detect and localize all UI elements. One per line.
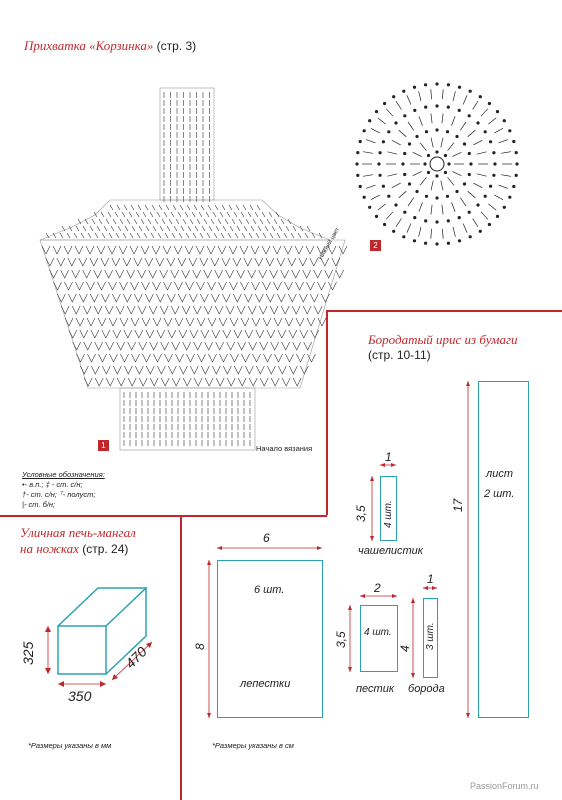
legend: Условные обозначения: •- в.п.; ‡ - ст. с… <box>22 470 105 510</box>
petal-name: лепестки <box>240 678 291 690</box>
sepal-height: 3,5 <box>354 505 368 522</box>
sepal-qty: 4 шт. <box>383 500 394 528</box>
chart-2-badge: 2 <box>370 240 381 251</box>
iris-title-text: Бородатый ирис из бумаги <box>368 332 518 347</box>
stove-units-note: *Размеры указаны в мм <box>28 741 112 750</box>
legend-line-1: •- в.п.; ‡ - ст. с/н; <box>22 480 83 489</box>
divider-lower-vertical <box>180 515 182 800</box>
chart-1-badge: 1 <box>98 440 109 451</box>
petal-width: 6 <box>263 531 270 545</box>
potholder-page-ref: (стр. 3) <box>156 39 197 53</box>
petal-template <box>217 560 323 718</box>
divider-upper-horizontal <box>326 310 562 312</box>
pistil-height: 3,5 <box>334 631 348 648</box>
beard-qty: 3 шт. <box>425 622 436 650</box>
stove-title: Уличная печь-мангал на ножках (стр. 24) <box>20 525 136 557</box>
pistil-qty: 4 шт. <box>364 627 392 638</box>
iris-units-note: *Размеры указаны в см <box>212 741 294 750</box>
stove-title-line-2-text: на ножках <box>20 541 79 556</box>
legend-line-3: |- ст. б/н; <box>22 500 56 509</box>
beard-height: 4 <box>398 645 412 652</box>
start-knitting-label: Начало вязания <box>256 444 313 453</box>
petal-height: 8 <box>193 643 207 650</box>
beard-name: борода <box>408 683 445 695</box>
divider-middle-horizontal <box>0 515 327 517</box>
leaf-template <box>478 381 529 718</box>
pistil-template <box>360 605 398 672</box>
stove-title-line-1: Уличная печь-мангал <box>20 525 136 540</box>
beard-template <box>423 598 438 678</box>
iris-title: Бородатый ирис из бумаги (стр. 10-11) <box>368 332 518 362</box>
potholder-title: Прихватка «Корзинка» (стр. 3) <box>24 38 196 54</box>
legend-title: Условные обозначения: <box>22 470 105 479</box>
pistil-width: 2 <box>374 581 381 595</box>
petal-qty: 6 шт. <box>254 584 285 596</box>
stove-page-ref: (стр. 24) <box>82 542 129 556</box>
sepal-width: 1 <box>385 450 392 464</box>
potholder-title-text: Прихватка «Корзинка» <box>24 38 154 53</box>
sepal-name: чашелистик <box>358 545 423 557</box>
watermark: PassionForum.ru <box>470 781 539 791</box>
leaf-height: 17 <box>451 498 465 512</box>
iris-page-ref: (стр. 10-11) <box>368 348 431 362</box>
leaf-name: лист <box>486 468 513 480</box>
beard-width: 1 <box>427 572 434 586</box>
leaf-qty: 2 шт. <box>484 488 515 500</box>
stove-dim-width: 350 <box>68 688 92 704</box>
sepal-template <box>380 476 397 541</box>
stove-title-line-2: на ножках (стр. 24) <box>20 541 136 557</box>
divider-upper-vertical <box>326 310 328 515</box>
pistil-name: пестик <box>356 683 395 695</box>
legend-line-2: †- ст. с/н; ⸆- полуст; <box>22 490 96 499</box>
